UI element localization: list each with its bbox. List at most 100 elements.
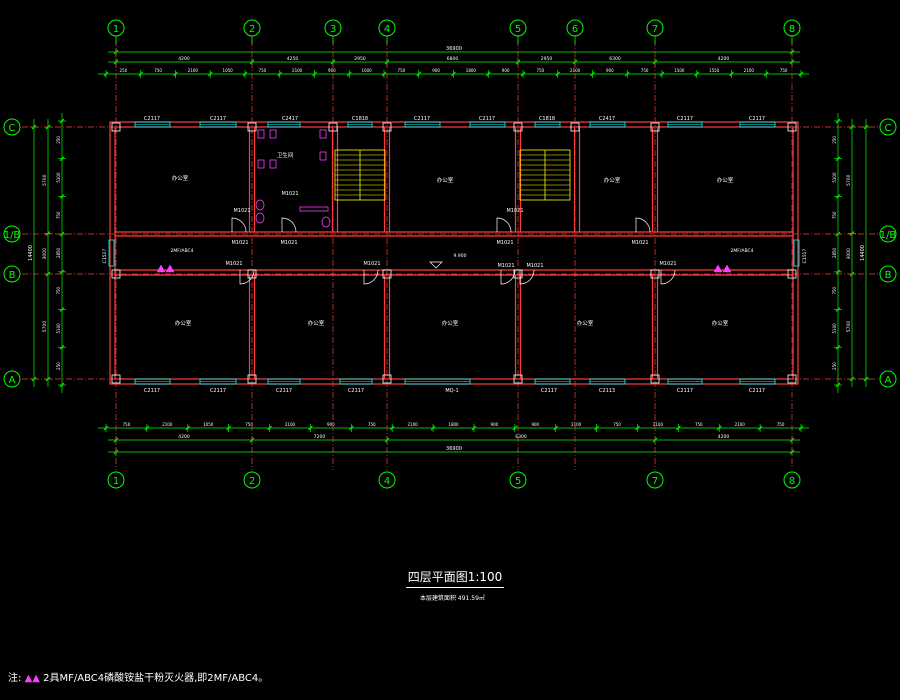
washbasin — [255, 199, 265, 211]
door-label: M1021 — [280, 240, 297, 246]
structural-column — [650, 269, 660, 279]
axis-bubble-bottom-label: 7 — [652, 476, 658, 487]
dim-top-detail-text: 1050 — [223, 68, 234, 73]
axis-bubble-bottom — [107, 471, 125, 489]
room-label: 办公室 — [577, 319, 594, 327]
extinguisher-note-right: 2MF/ABC4 — [731, 248, 754, 254]
door-swing — [281, 217, 297, 233]
dim-top-bays-text: 4200 — [178, 56, 190, 62]
axis-bubble-bottom-label: 4 — [384, 476, 390, 487]
dim-top-detail-text: 250 — [120, 68, 128, 73]
structural-column — [328, 122, 338, 132]
door-swing — [519, 269, 535, 285]
axis-bubble-bottom-label: 8 — [789, 476, 795, 487]
dim-bottom-detail-slash — [348, 425, 354, 431]
washbasin — [321, 216, 331, 228]
dim-left-parts-text: 3000 — [42, 248, 48, 260]
dim-left-detail-text: 750 — [56, 211, 61, 219]
toilet-fixture — [269, 159, 277, 169]
window-label-top: C2117 — [749, 116, 765, 122]
axis-bubble-right-label: A — [885, 375, 892, 386]
dim-bottom-bays-text: 7200 — [314, 434, 326, 440]
dim-right-detail-slash — [835, 307, 841, 312]
dim-right-parts-text: 3000 — [846, 248, 852, 260]
dim-top-detail-slash — [277, 71, 283, 77]
dim-top-detail-slash — [485, 71, 491, 77]
dim-bottom-detail-slash — [757, 425, 763, 431]
dim-left-detail-slash — [59, 118, 65, 124]
window-label-bottom: C2117 — [276, 388, 292, 394]
dim-bottom-detail-slash — [144, 425, 150, 431]
toilet-fixture — [269, 129, 277, 139]
dim-top-detail-slash — [416, 71, 422, 77]
dim-bottom-detail-slash — [308, 425, 313, 431]
window-label-bottom: C2117 — [677, 388, 693, 394]
axis-bubble-bottom — [646, 471, 664, 489]
dim-left-total-text: 14400 — [28, 245, 34, 261]
axis-bubble-top-label: 2 — [249, 24, 255, 35]
drawing-title-text: 四层平面图1:100 — [405, 568, 505, 588]
dim-bottom-detail-slash — [226, 425, 232, 431]
structural-column — [787, 122, 797, 132]
dim-bottom-detail-text: 900 — [531, 422, 539, 427]
dim-top-detail-text: 750 — [154, 68, 162, 73]
dim-top-detail-slash — [520, 71, 526, 77]
dim-top-detail-slash — [763, 71, 769, 77]
extinguisher-icon: ▲▲ — [24, 673, 40, 684]
room-label: 办公室 — [172, 174, 189, 182]
window-side-left — [108, 239, 115, 267]
dim-top-detail-slash — [312, 71, 317, 77]
door-label: M1021 — [631, 240, 648, 246]
dim-top-detail-text: 1600 — [362, 68, 373, 73]
door-swing — [363, 269, 379, 285]
structural-column — [570, 122, 580, 132]
dim-left-detail-slash — [59, 194, 65, 199]
axis-bubble-right — [879, 370, 897, 388]
door-label: M1021 — [231, 240, 248, 246]
dim-left-detail-text: 2850 — [56, 247, 61, 258]
dim-right-detail-text: 750 — [832, 211, 837, 219]
toilet-fixture — [319, 151, 327, 161]
dim-top-detail-slash — [694, 71, 700, 77]
floor-area-note: 本层建筑面积 491.59㎡ — [420, 595, 485, 602]
structural-column — [513, 269, 523, 279]
window-label-bottom: C2117 — [348, 388, 364, 394]
dim-top-detail-text: 2100 — [292, 68, 303, 73]
dim-left-parts-slash — [45, 231, 51, 236]
dim-top-detail-slash — [173, 71, 178, 77]
dim-left-parts-text: 5700 — [42, 321, 48, 333]
dim-top-detail-text: 1800 — [466, 68, 477, 73]
axis-bubble-right — [879, 265, 897, 283]
dim-top-detail-text: 900 — [502, 68, 510, 73]
dim-top-detail-slash — [555, 71, 561, 77]
window-label-bottom: C2117 — [210, 388, 226, 394]
dim-top-detail-text: 900 — [432, 68, 440, 73]
structural-column — [650, 122, 660, 132]
dim-bottom-detail-text: 750 — [245, 422, 253, 427]
dim-bottom-detail-slash — [471, 425, 477, 431]
dim-right-detail-text: 750 — [832, 286, 837, 294]
dim-bottom-detail-slash — [553, 425, 559, 431]
door-label: M1021 — [233, 208, 250, 214]
door-swing — [635, 217, 651, 233]
exterior-wall-inner — [114, 126, 794, 380]
structural-column — [247, 122, 257, 132]
structural-column — [513, 122, 523, 132]
dim-right-detail-slash — [835, 156, 841, 162]
dim-top-detail-text: 1550 — [709, 68, 720, 73]
dim-right-detail-text: 5100 — [832, 172, 837, 183]
dim-left-detail-slash — [59, 269, 65, 275]
window-label-top: C2117 — [479, 116, 495, 122]
dim-right-detail-slash — [835, 269, 841, 275]
axis-bubble-bottom-label: 2 — [249, 476, 255, 487]
footnote: 注: ▲▲ 2具MF/ABC4磷酸铵盐干粉灭火器,即2MF/ABC4。 — [8, 669, 268, 684]
axis-bubble-left — [3, 118, 21, 136]
axis-bubble-left — [3, 370, 21, 388]
dim-left-detail-text: 750 — [56, 286, 61, 294]
toilet-fixture — [319, 129, 327, 139]
dim-bottom-bays-text: 6300 — [515, 434, 527, 440]
dim-bottom-detail-text: 900 — [327, 422, 335, 427]
axis-bubble-left-label: B — [9, 270, 16, 281]
dim-right-detail-text: 2850 — [832, 247, 837, 258]
